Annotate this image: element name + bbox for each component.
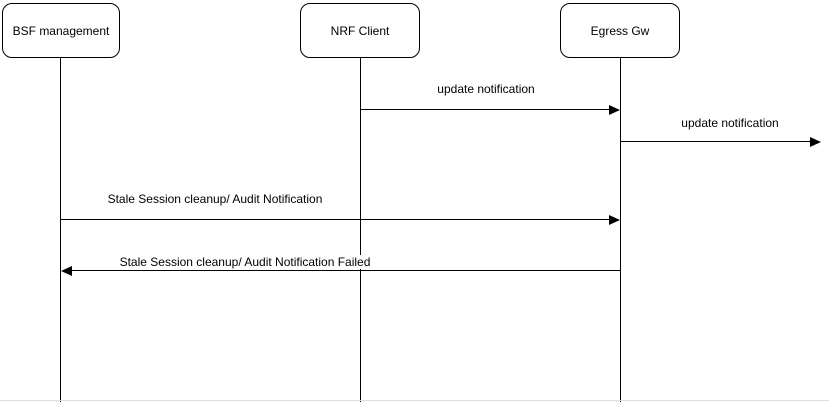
canvas-bottom-edge [0, 400, 829, 401]
lifeline-nrf-client [360, 57, 361, 402]
message-label-update-notification-1: update notification [436, 82, 536, 96]
message-label-stale-session-cleanup-failed: Stale Session cleanup/ Audit Notificatio… [118, 255, 372, 269]
participant-box-egress-gw: Egress Gw [560, 3, 680, 58]
participant-label-egress-gw: Egress Gw [590, 23, 650, 38]
lifeline-egress-gw [620, 58, 621, 402]
message-line-update-notification-2 [620, 141, 810, 142]
lifeline-bsf-management [60, 58, 61, 402]
message-line-stale-session-cleanup-failed [72, 270, 620, 271]
message-label-update-notification-2: update notification [680, 116, 780, 130]
arrowhead-left-icon [61, 265, 72, 276]
message-line-update-notification-1 [361, 109, 609, 110]
arrowhead-right-icon [609, 104, 620, 115]
message-line-stale-session-cleanup [61, 219, 609, 220]
participant-box-bsf-management: BSF management [2, 3, 120, 58]
participant-label-bsf-management: BSF management [12, 23, 110, 38]
message-label-stale-session-cleanup: Stale Session cleanup/ Audit Notificatio… [106, 192, 324, 206]
participant-label-nrf-client: NRF Client [330, 23, 390, 38]
arrowhead-right-icon [810, 136, 821, 147]
arrowhead-right-icon [609, 214, 620, 225]
participant-box-nrf-client: NRF Client [300, 3, 420, 58]
